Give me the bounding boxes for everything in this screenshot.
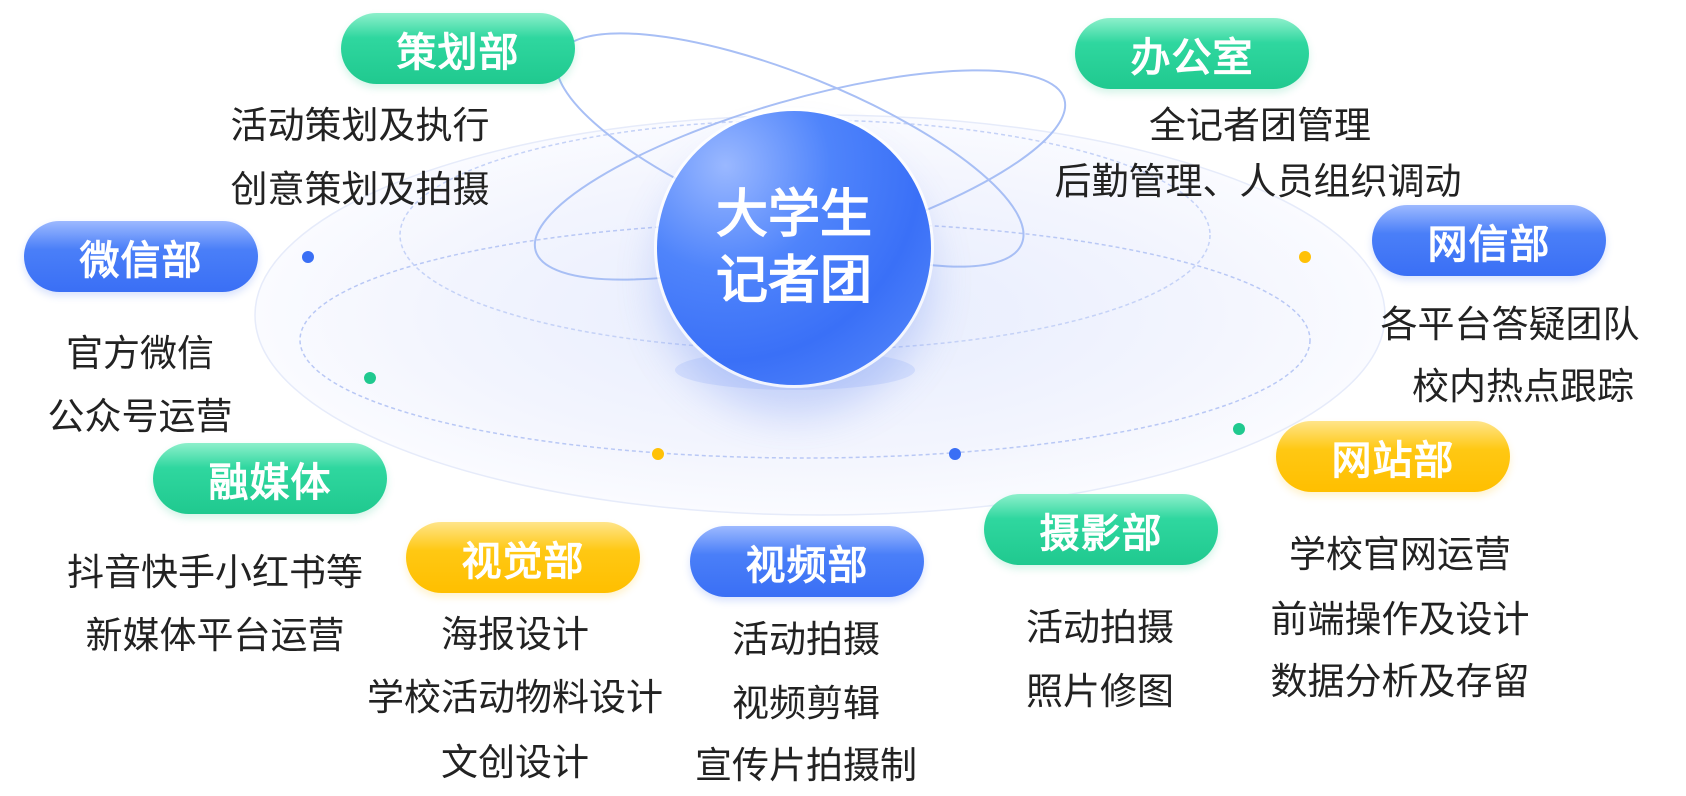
dept-label: 网信部 bbox=[1427, 221, 1551, 268]
dept-item: 学校官网运营 bbox=[1289, 533, 1511, 576]
dept-item: 全记者团管理 bbox=[1149, 104, 1371, 147]
dept-item: 前端操作及设计 bbox=[1270, 598, 1530, 641]
dept-item: 后勤管理、人员组织调动 bbox=[1054, 160, 1462, 203]
dept-item: 校内热点跟踪 bbox=[1412, 365, 1634, 408]
dept-item: 各平台答疑团队 bbox=[1380, 303, 1640, 346]
dept-item: 海报设计 bbox=[441, 613, 589, 656]
orbit-dot-green bbox=[364, 372, 376, 384]
dept-item: 官方微信 bbox=[66, 332, 214, 375]
orbit-dot-blue bbox=[949, 448, 961, 460]
dept-item: 学校活动物料设计 bbox=[367, 676, 663, 719]
dept-item: 活动策划及执行 bbox=[230, 104, 490, 147]
dept-label: 视频部 bbox=[745, 542, 869, 589]
dept-wechat: 微信部 bbox=[24, 221, 258, 292]
dept-video: 视频部 bbox=[690, 526, 924, 597]
dept-item: 数据分析及存留 bbox=[1270, 660, 1530, 703]
dept-item: 文创设计 bbox=[441, 741, 589, 784]
dept-label: 摄影部 bbox=[1039, 510, 1163, 557]
dept-item: 宣传片拍摄制 bbox=[695, 744, 917, 787]
dept-label: 办公室 bbox=[1130, 34, 1254, 81]
orbit-dot-green bbox=[1233, 423, 1245, 435]
hub-title-line2: 记者团 bbox=[715, 251, 872, 311]
dept-item: 创意策划及拍摄 bbox=[230, 168, 490, 211]
dept-office: 办公室 bbox=[1075, 18, 1309, 89]
dept-item: 新媒体平台运营 bbox=[85, 614, 345, 657]
dept-item: 活动拍摄 bbox=[1026, 606, 1174, 649]
dept-media: 融媒体 bbox=[153, 443, 387, 514]
dept-label: 融媒体 bbox=[208, 459, 332, 506]
dept-photography: 摄影部 bbox=[984, 494, 1218, 565]
dept-item: 视频剪辑 bbox=[732, 682, 880, 725]
dept-visual: 视觉部 bbox=[406, 522, 640, 593]
dept-website: 网站部 bbox=[1276, 421, 1510, 492]
dept-label: 策划部 bbox=[396, 29, 520, 76]
dept-item: 活动拍摄 bbox=[732, 618, 880, 661]
hub-title-line1: 大学生 bbox=[715, 185, 872, 245]
dept-item: 公众号运营 bbox=[47, 395, 233, 438]
dept-label: 微信部 bbox=[79, 237, 203, 284]
dept-planning: 策划部 bbox=[341, 13, 575, 84]
dept-label: 网站部 bbox=[1331, 437, 1455, 484]
dept-cyber: 网信部 bbox=[1372, 205, 1606, 276]
inner-ring bbox=[399, 119, 1211, 351]
orbit-dot-yellow bbox=[1299, 251, 1311, 263]
dept-item: 照片修图 bbox=[1026, 670, 1174, 713]
dept-item: 抖音快手小红书等 bbox=[67, 551, 363, 594]
orbit-dot-yellow bbox=[652, 448, 664, 460]
dept-label: 视觉部 bbox=[461, 538, 585, 585]
center-hub: 大学生 记者团 bbox=[657, 111, 931, 385]
orbit-dot-blue bbox=[302, 251, 314, 263]
